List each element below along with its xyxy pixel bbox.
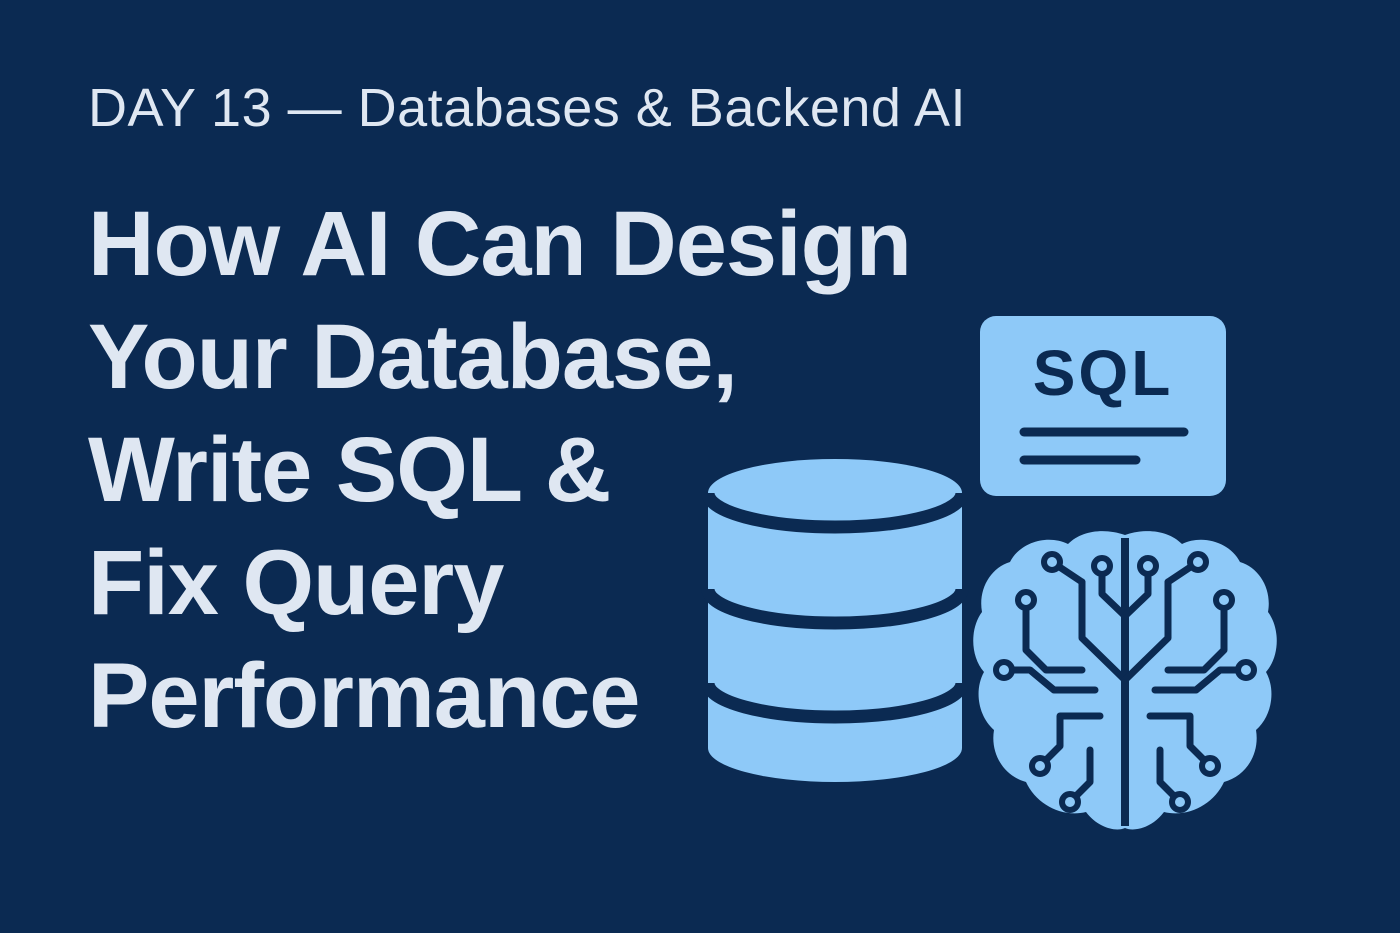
database-icon [701,459,969,782]
headline-line: Write SQL & [88,419,611,521]
headline-line: Fix Query [88,532,504,634]
headline-line: How AI Can Design [88,193,912,295]
sql-label: SQL [1032,337,1174,409]
headline-line: Performance [88,645,640,747]
subtitle: DAY 13 — Databases & Backend AI [88,78,966,138]
brain-circuit-icon [973,531,1277,830]
sql-document-icon: SQL [980,316,1226,496]
headline: How AI Can Design Your Database, Write S… [88,188,912,753]
headline-line: Your Database, [88,306,738,408]
